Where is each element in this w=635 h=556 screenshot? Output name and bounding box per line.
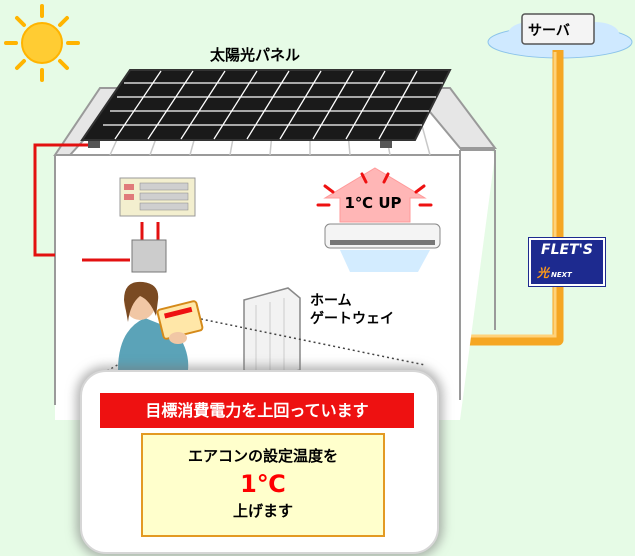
message-line3: 上げます [232,502,293,520]
alert-banner: 目標消費電力を上回っています [100,393,414,428]
gateway-label: ホーム ゲートウェイ [310,292,394,328]
tablet-icon [156,300,204,340]
up-arrow-icon [316,167,433,223]
solar-panel-label: 太陽光パネル [210,46,301,64]
breaker-panel-icon [119,177,196,217]
battery-icon [131,239,167,273]
air-conditioner-icon [324,223,441,272]
gateway-label-line1: ホーム [310,293,352,309]
flets-hikari: 光 [537,266,550,280]
sun-icon [4,4,80,82]
server-label: サーバ [528,23,570,39]
temp-up-label: 1℃ UP [344,194,402,212]
server-box [521,13,595,45]
gateway-label-line2: ゲートウェイ [310,311,394,327]
message-line2: 1℃ [240,470,286,498]
flets-next: NEXT [551,271,572,279]
message-line1: エアコンの設定温度を [187,447,338,465]
gateway-device-icon [243,287,301,381]
person-icon [118,281,204,370]
message-box: エアコンの設定温度を 1℃ 上げます [141,433,385,537]
solar-panel-icon [80,69,452,148]
flets-logo-top: FLET'S [541,242,593,258]
